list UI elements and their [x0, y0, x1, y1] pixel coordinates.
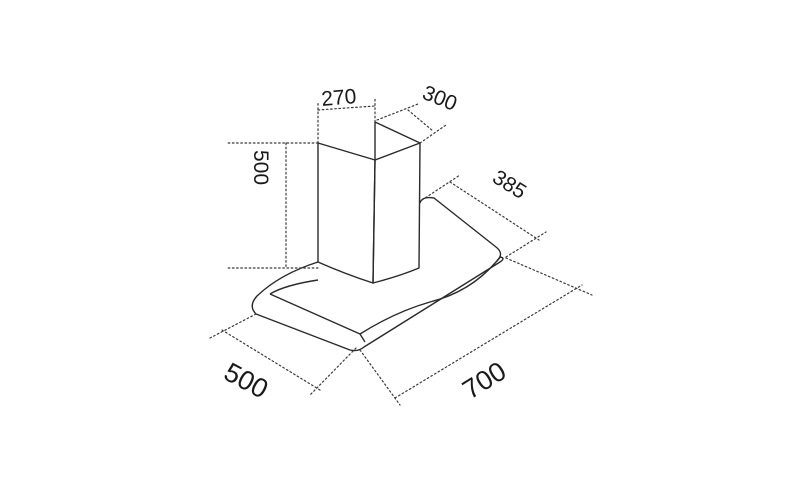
chimney: [317, 121, 421, 284]
label-chimney-height: 500: [249, 150, 272, 185]
label-hood-depth: 500: [219, 357, 273, 405]
canopy-left-edge: [251, 261, 319, 315]
canopy-inner-ledge-left: [269, 279, 319, 295]
dimension-lines: [209, 97, 593, 406]
label-chimney-depth: 300: [419, 81, 460, 115]
canopy-curved-front: [359, 261, 497, 335]
chimney-right-face: [372, 142, 421, 284]
label-chimney-width: 270: [320, 85, 357, 111]
canopy-right-tip: [495, 256, 501, 263]
label-canopy-depth-top: 385: [488, 166, 530, 204]
chimney-back-edge: [374, 121, 421, 160]
chimney-left-face: [317, 142, 376, 284]
label-hood-width: 700: [457, 356, 511, 405]
canopy-inner-ledge: [269, 293, 366, 343]
canopy: [251, 196, 504, 352]
